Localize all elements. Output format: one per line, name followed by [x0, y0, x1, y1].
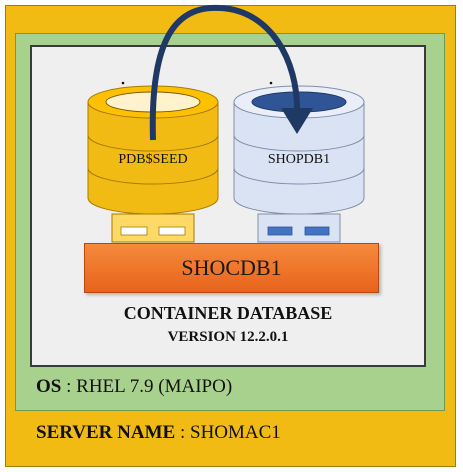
shopdb1-cylinder: SHOPDB1: [233, 85, 365, 243]
pdb-seed-cylinder: PDB$SEED: [87, 85, 219, 243]
dot-mark: [121, 81, 125, 85]
server-label: SERVER NAME : SHOMAC1: [36, 422, 281, 444]
os-separator: :: [61, 376, 77, 397]
container-database-title: CONTAINER DATABASE: [123, 303, 333, 323]
server-value: SHOMAC1: [190, 422, 281, 443]
os-label: OS : RHEL 7.9 (MAIPO): [36, 376, 232, 398]
os-value: RHEL 7.9 (MAIPO): [76, 376, 233, 397]
os-key: OS: [36, 376, 62, 397]
shopdb1-label: SHOPDB1: [268, 152, 330, 167]
pdb-seed-label: PDB$SEED: [118, 152, 187, 167]
container-database-version: VERSION 12.2.0.1: [167, 329, 289, 345]
dot-mark: [269, 81, 273, 85]
server-key: SERVER NAME: [36, 422, 176, 443]
cdb-bar: SHOCDB1: [84, 243, 379, 293]
server-separator: :: [175, 422, 190, 443]
clone-arrow: [149, 4, 313, 141]
